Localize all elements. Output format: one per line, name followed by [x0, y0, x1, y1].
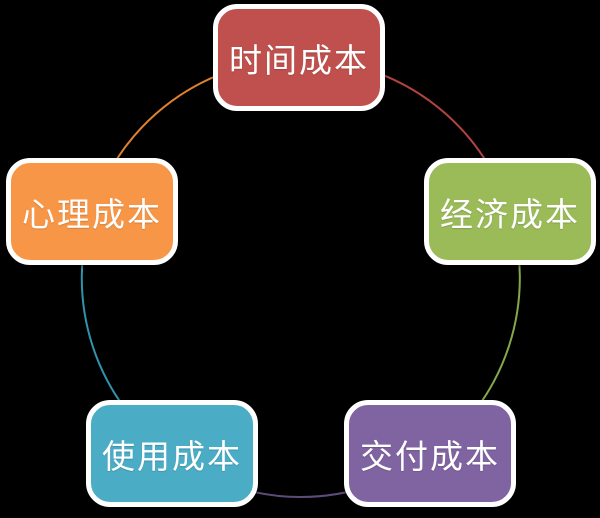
cycle-node-time-cost: 时间成本 [213, 4, 385, 111]
cycle-node-usage-cost: 使用成本 [86, 400, 258, 507]
cycle-node-psychological-cost: 心理成本 [6, 158, 178, 265]
cycle-node-label: 心理成本 [22, 194, 162, 234]
cycle-node-label: 交付成本 [360, 436, 500, 476]
cycle-node-economic-cost: 经济成本 [424, 158, 596, 265]
cycle-node-label: 时间成本 [229, 40, 369, 80]
cycle-node-label: 使用成本 [102, 436, 242, 476]
cycle-node-delivery-cost: 交付成本 [344, 400, 516, 507]
cycle-node-label: 经济成本 [440, 194, 580, 234]
